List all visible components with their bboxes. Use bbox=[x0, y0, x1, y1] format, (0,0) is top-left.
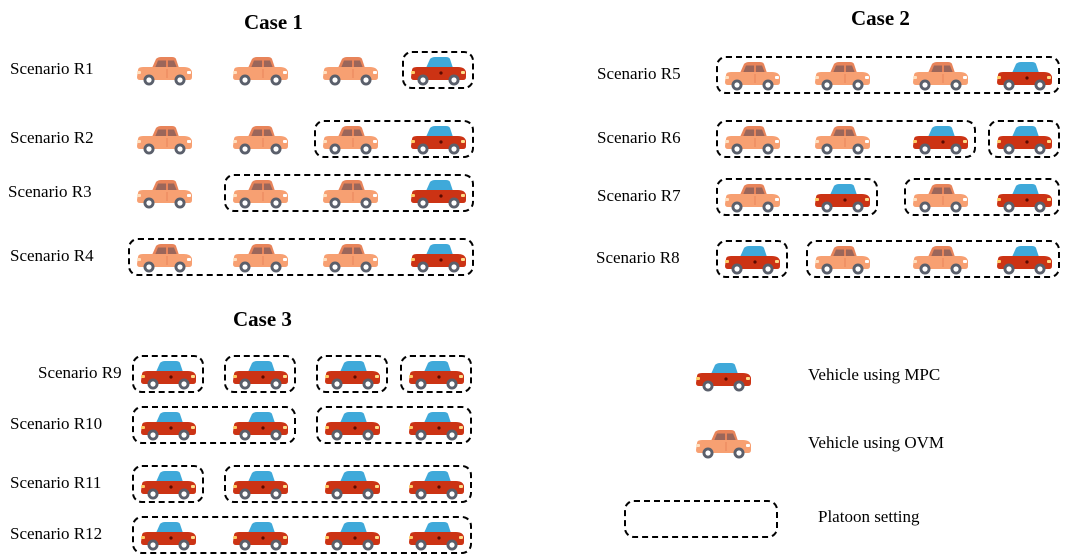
scenario-label: Scenario R12 bbox=[10, 524, 103, 543]
mpc-vehicle-icon bbox=[322, 468, 382, 500]
mpc-vehicle-icon bbox=[322, 409, 382, 441]
ovm-vehicle-icon bbox=[812, 243, 872, 275]
platoon-box bbox=[988, 120, 1060, 158]
mpc-vehicle-icon bbox=[138, 409, 198, 441]
scenario-label: Scenario R9 bbox=[38, 363, 122, 382]
ovm-vehicle-icon bbox=[910, 181, 970, 213]
ovm-vehicle-icon bbox=[134, 123, 194, 155]
ovm-vehicle-icon bbox=[134, 54, 194, 86]
platoon-box bbox=[128, 238, 474, 276]
ovm-vehicle-icon bbox=[320, 241, 380, 273]
scenario-label: Scenario R5 bbox=[597, 64, 681, 83]
mpc-vehicle-icon bbox=[138, 358, 198, 390]
ovm-vehicle-icon bbox=[320, 123, 380, 155]
mpc-vehicle-icon bbox=[138, 468, 198, 500]
platoon-box bbox=[716, 178, 878, 216]
platoon-box bbox=[132, 355, 204, 393]
case-title: Case 1 bbox=[244, 10, 303, 34]
mpc-vehicle-icon bbox=[406, 409, 466, 441]
platoon-box bbox=[224, 465, 472, 503]
platoon-box bbox=[716, 240, 788, 278]
platoon-box bbox=[716, 56, 1060, 94]
mpc-vehicle-icon bbox=[994, 243, 1054, 275]
platoon-box bbox=[316, 355, 388, 393]
platoon-box bbox=[316, 406, 472, 444]
legend-platoon-label: Platoon setting bbox=[818, 507, 920, 526]
ovm-vehicle-icon bbox=[812, 59, 872, 91]
ovm-vehicle-icon bbox=[722, 59, 782, 91]
platoon-box bbox=[224, 174, 474, 212]
ovm-vehicle-icon bbox=[320, 54, 380, 86]
platoon-box bbox=[624, 500, 778, 538]
scenario-label: Scenario R8 bbox=[596, 248, 680, 267]
platoon-box bbox=[314, 120, 474, 158]
ovm-vehicle-icon bbox=[134, 177, 194, 209]
mpc-vehicle-icon bbox=[994, 123, 1054, 155]
legend-ovm-label: Vehicle using OVM bbox=[808, 433, 944, 452]
case-title: Case 2 bbox=[851, 6, 910, 30]
ovm-vehicle-icon bbox=[722, 181, 782, 213]
mpc-vehicle-icon bbox=[230, 468, 290, 500]
scenario-label: Scenario R4 bbox=[10, 246, 94, 265]
ovm-vehicle-icon bbox=[812, 123, 872, 155]
legend-mpc-vehicle-icon bbox=[693, 360, 753, 392]
mpc-vehicle-icon bbox=[408, 123, 468, 155]
mpc-vehicle-icon bbox=[910, 123, 970, 155]
scenario-label: Scenario R7 bbox=[597, 186, 681, 205]
ovm-vehicle-icon bbox=[230, 54, 290, 86]
platoon-box bbox=[224, 355, 296, 393]
platoon-box bbox=[132, 465, 204, 503]
mpc-vehicle-icon bbox=[406, 468, 466, 500]
mpc-vehicle-icon bbox=[408, 241, 468, 273]
ovm-vehicle-icon bbox=[722, 123, 782, 155]
mpc-vehicle-icon bbox=[722, 243, 782, 275]
platoon-box bbox=[400, 355, 472, 393]
platoon-box bbox=[132, 516, 472, 554]
legend-ovm-vehicle-icon bbox=[693, 427, 753, 459]
scenario-label: Scenario R1 bbox=[10, 59, 94, 78]
ovm-vehicle-icon bbox=[910, 243, 970, 275]
platoon-box bbox=[716, 120, 976, 158]
ovm-vehicle-icon bbox=[230, 241, 290, 273]
platoon-box bbox=[904, 178, 1060, 216]
scenario-label: Scenario R3 bbox=[8, 182, 92, 201]
legend-mpc-label: Vehicle using MPC bbox=[808, 365, 941, 384]
mpc-vehicle-icon bbox=[812, 181, 872, 213]
platoon-box bbox=[402, 51, 474, 89]
mpc-vehicle-icon bbox=[322, 519, 382, 551]
scenario-label: Scenario R11 bbox=[10, 473, 102, 492]
ovm-vehicle-icon bbox=[320, 177, 380, 209]
platoon-box bbox=[806, 240, 1060, 278]
mpc-vehicle-icon bbox=[230, 358, 290, 390]
mpc-vehicle-icon bbox=[138, 519, 198, 551]
scenario-label: Scenario R6 bbox=[597, 128, 681, 147]
mpc-vehicle-icon bbox=[408, 54, 468, 86]
mpc-vehicle-icon bbox=[406, 358, 466, 390]
mpc-vehicle-icon bbox=[408, 177, 468, 209]
case-title: Case 3 bbox=[233, 307, 292, 331]
mpc-vehicle-icon bbox=[230, 409, 290, 441]
ovm-vehicle-icon bbox=[230, 177, 290, 209]
mpc-vehicle-icon bbox=[994, 59, 1054, 91]
ovm-vehicle-icon bbox=[230, 123, 290, 155]
ovm-vehicle-icon bbox=[134, 241, 194, 273]
mpc-vehicle-icon bbox=[994, 181, 1054, 213]
ovm-vehicle-icon bbox=[910, 59, 970, 91]
mpc-vehicle-icon bbox=[230, 519, 290, 551]
scenario-label: Scenario R2 bbox=[10, 128, 94, 147]
mpc-vehicle-icon bbox=[322, 358, 382, 390]
scenario-label: Scenario R10 bbox=[10, 414, 103, 433]
mpc-vehicle-icon bbox=[406, 519, 466, 551]
platoon-box bbox=[132, 406, 296, 444]
